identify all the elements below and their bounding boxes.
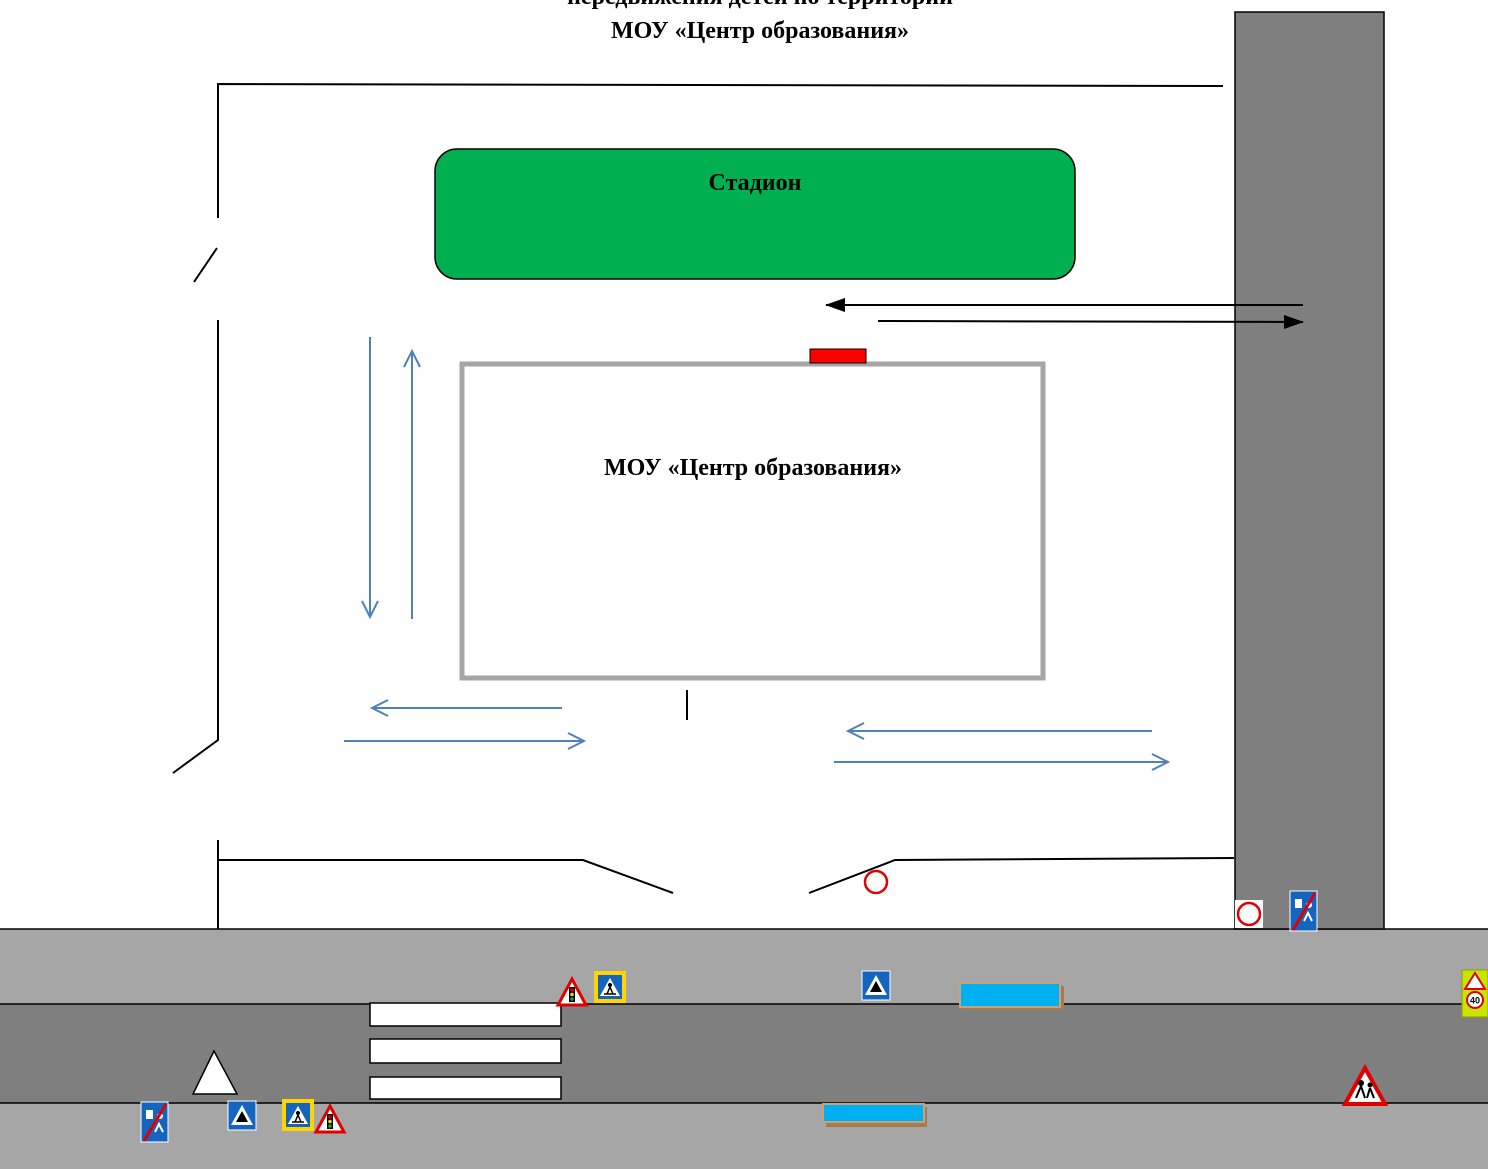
main-road-sidewalk-bottom [0,1103,1488,1169]
no-entry-sign-icon [863,869,889,895]
give-way-triangle-icon [191,1049,239,1095]
artificial-bump-sign-icon [227,1100,257,1131]
bus-stop [822,1103,927,1127]
vehicle-route-arrow-out [877,314,1304,329]
side-road [1234,11,1385,930]
child-route-arrows [344,337,1168,762]
children-warning-sign-icon [1341,1063,1389,1106]
pedestrian-crossing-zebra [369,1002,562,1100]
school-building [459,361,1046,681]
no-entry-sign-icon [1236,901,1262,927]
main-road-carriageway [0,1004,1488,1103]
pedestrian-crossing-sign-icon [282,1099,314,1131]
traffic-light-warning-sign-icon [555,975,589,1007]
school-label: МОУ «Центр образования» [603,455,903,481]
speed-limit-value: 40 [1470,996,1480,1006]
artificial-bump-sign-icon [861,970,891,1001]
pedestrian-crossing-sign-icon [594,971,626,1003]
main-road-sidewalk-top [0,929,1488,1004]
stadium [434,148,1076,280]
living-zone-end-sign-icon [140,1101,169,1143]
children-speed-limit-sign-icon: 40 [1461,969,1488,1018]
living-zone-end-sign-icon [1289,890,1318,932]
territory-fence [172,82,1235,929]
bus-stop [959,982,1064,1010]
school-entrance-marker [809,348,867,364]
stadium-label: Стадион [708,170,802,196]
traffic-light-warning-sign-icon [313,1102,347,1134]
map-title-line-2: МОУ «Центр образования» [610,18,910,44]
map-title-line-1: передвижения детей по территории [440,0,1080,11]
